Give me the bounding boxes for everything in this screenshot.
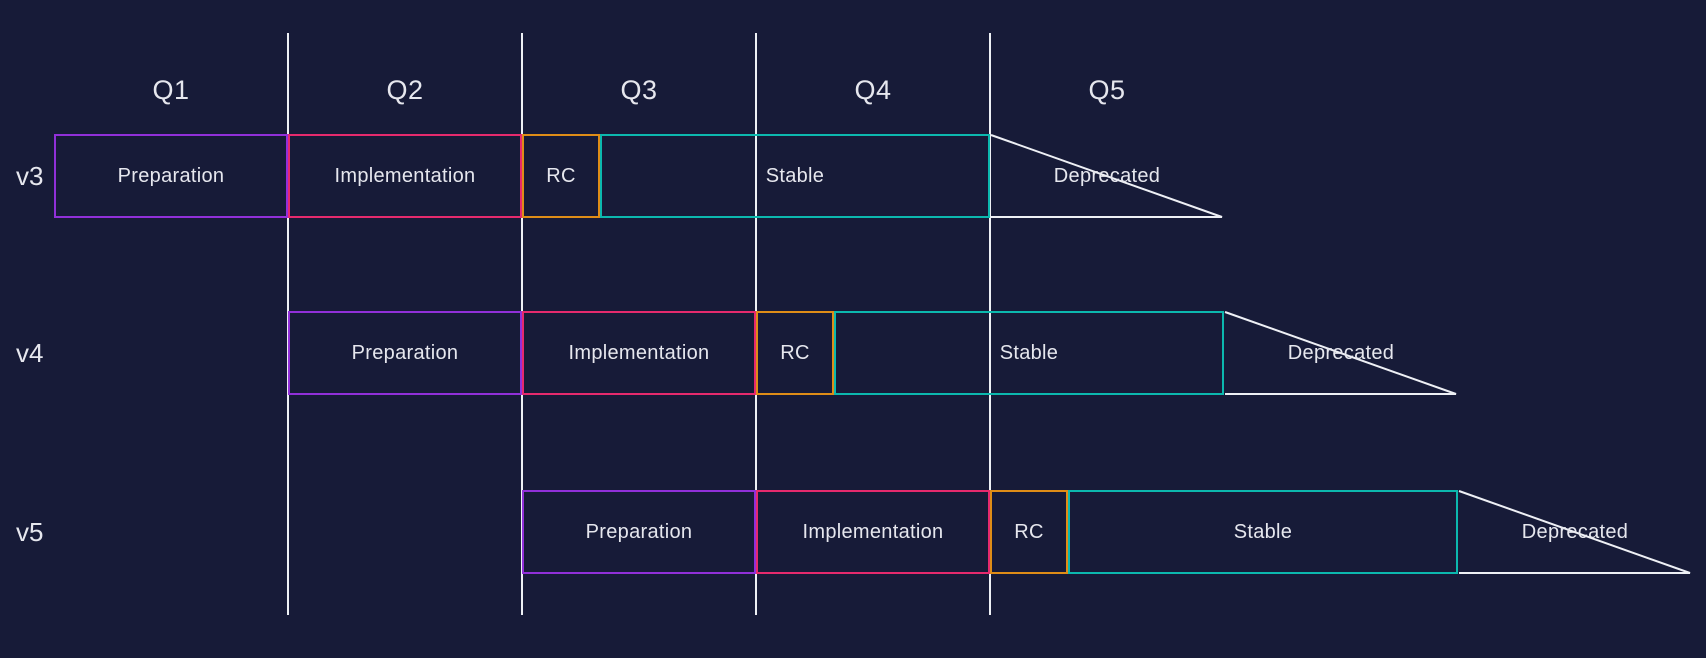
deprecated-triangle-icon — [1458, 490, 1691, 574]
phase-label: Stable — [999, 341, 1059, 364]
deprecated-triangle-icon — [1224, 311, 1457, 395]
phase-label-deprecated: Deprecated — [1053, 164, 1161, 187]
phase-label: Stable — [765, 164, 825, 187]
quarter-label: Q4 — [854, 75, 892, 105]
phase-label: Preparation — [117, 164, 225, 187]
version-label: v4 — [16, 337, 44, 368]
quarter-label: Q2 — [386, 75, 424, 105]
deprecated-shape: Deprecated — [990, 134, 1224, 218]
phase-label: RC — [546, 164, 576, 187]
quarter-label: Q5 — [1088, 75, 1126, 105]
phase-stable: Stable — [833, 311, 1224, 395]
phase-implementation: Implementation — [756, 490, 990, 574]
phase-preparation: Preparation — [522, 490, 756, 574]
phase-label: RC — [1014, 520, 1044, 543]
quarter-label: Q1 — [152, 75, 190, 105]
deprecated-shape: Deprecated — [1224, 311, 1458, 395]
phase-implementation: Implementation — [522, 311, 756, 395]
quarter-gridline — [989, 33, 991, 615]
quarter-label: Q3 — [620, 75, 658, 105]
phase-label: RC — [780, 341, 810, 364]
phase-label: Implementation — [802, 520, 944, 543]
phase-rc: RC — [756, 311, 834, 395]
phase-label: Preparation — [351, 341, 459, 364]
phase-label-deprecated: Deprecated — [1521, 520, 1629, 543]
version-label: v3 — [16, 160, 44, 191]
phase-rc: RC — [522, 134, 600, 218]
phase-label: Stable — [1233, 520, 1293, 543]
phase-preparation: Preparation — [288, 311, 522, 395]
deprecated-triangle-icon — [990, 134, 1223, 218]
phase-stable: Stable — [599, 134, 990, 218]
version-label: v5 — [16, 516, 44, 547]
phase-preparation: Preparation — [54, 134, 288, 218]
phase-label-deprecated: Deprecated — [1287, 341, 1395, 364]
phase-rc: RC — [990, 490, 1068, 574]
deprecated-shape: Deprecated — [1458, 490, 1692, 574]
phase-implementation: Implementation — [288, 134, 522, 218]
phase-label: Implementation — [334, 164, 476, 187]
phase-label: Implementation — [568, 341, 710, 364]
phase-label: Preparation — [585, 520, 693, 543]
phase-stable: Stable — [1067, 490, 1458, 574]
